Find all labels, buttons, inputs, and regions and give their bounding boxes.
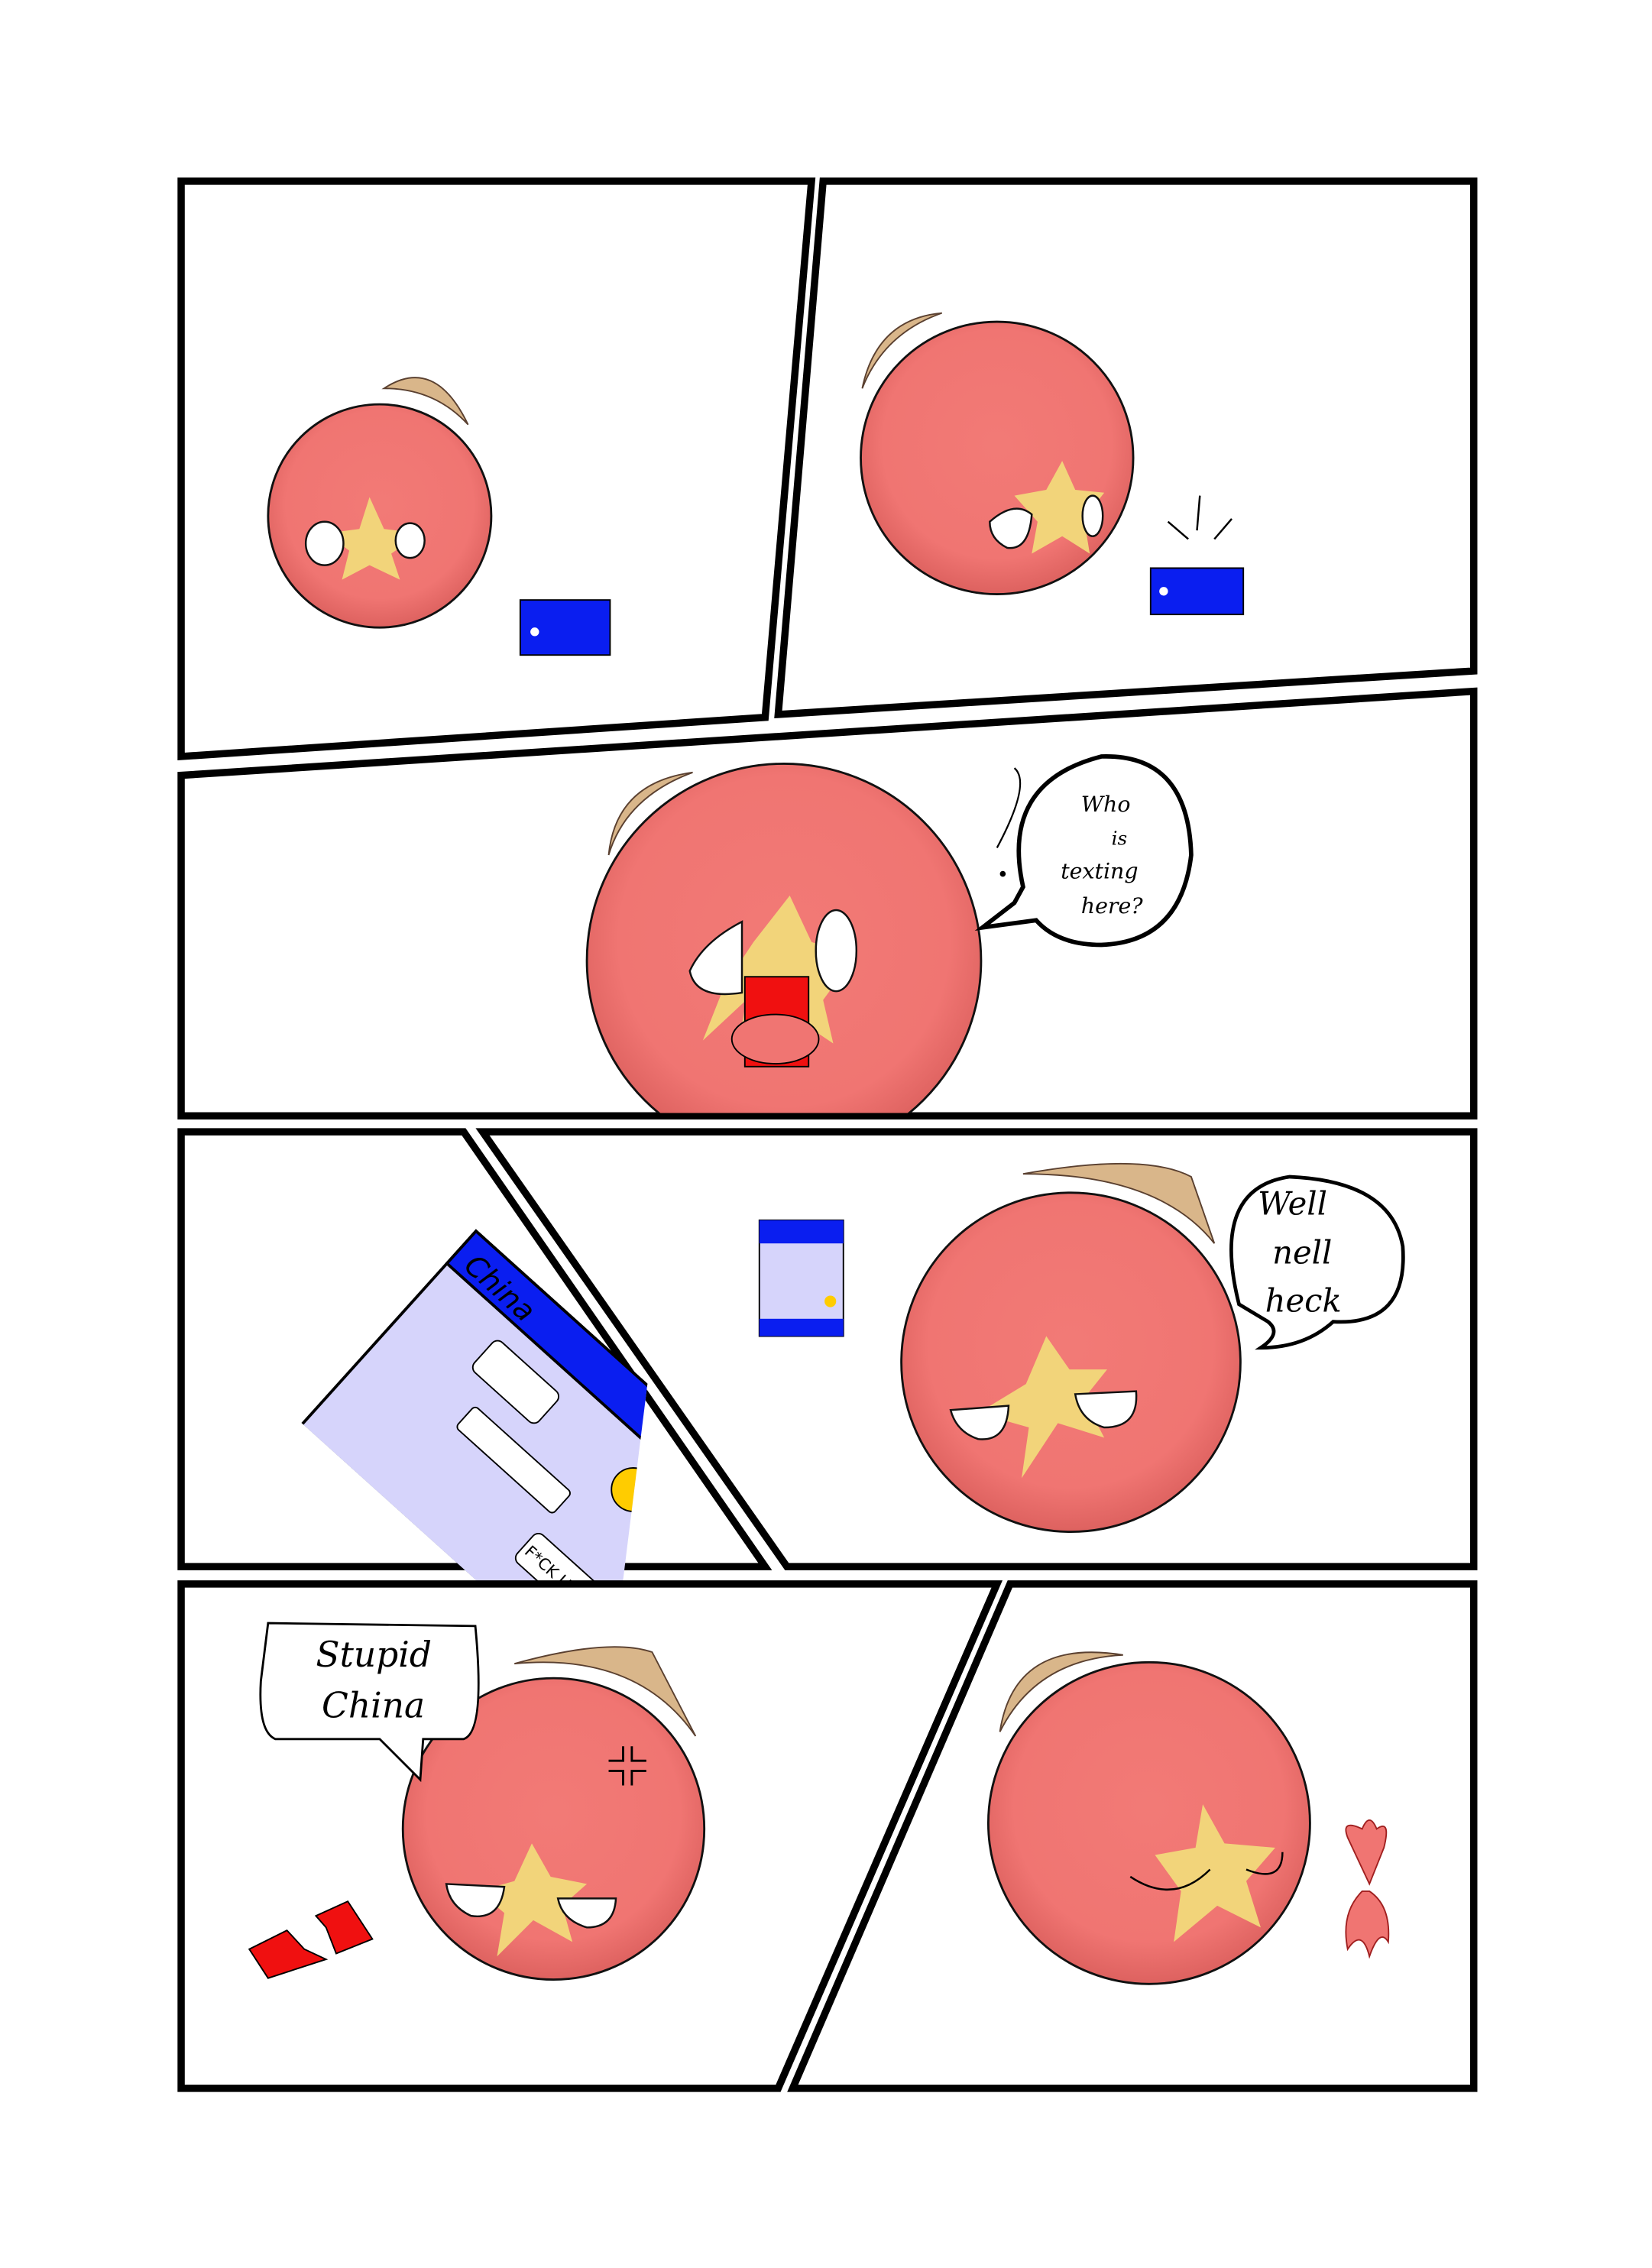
vietnam-ball xyxy=(860,320,1135,595)
speech-bubble: Well nell heck xyxy=(1229,1174,1405,1350)
panel-1 xyxy=(177,177,816,761)
panel-4a: China F*CK U xyxy=(177,1128,773,1661)
closed-eye xyxy=(1245,1852,1284,1875)
phone-icon xyxy=(519,599,611,656)
eye xyxy=(1074,1390,1138,1429)
flower-bouquet xyxy=(1345,1819,1390,1959)
star xyxy=(1155,1804,1275,1942)
star xyxy=(1014,461,1105,554)
small-phone xyxy=(758,1219,844,1337)
speech-line: Who xyxy=(1081,792,1131,817)
closed-eye xyxy=(1129,1868,1211,1891)
speech-line: texting xyxy=(1061,858,1138,883)
speech-line: Stupid xyxy=(316,1635,432,1675)
hand xyxy=(730,1013,820,1064)
eye xyxy=(815,909,858,993)
speech-line: is xyxy=(1112,828,1128,850)
phone-icon xyxy=(1149,567,1245,616)
message-bubble xyxy=(471,1340,560,1424)
eye xyxy=(445,1883,506,1918)
notification-lines xyxy=(1167,495,1233,540)
vietnam-ball xyxy=(267,403,493,629)
speech-bubble: Stupid China xyxy=(259,1622,480,1783)
speech-line: heck xyxy=(1265,1281,1342,1319)
speech-line: Well xyxy=(1258,1184,1327,1222)
panel-4b: Well nell heck xyxy=(475,1128,1478,1570)
hat xyxy=(861,312,943,389)
eye xyxy=(688,920,743,996)
hat xyxy=(381,377,469,426)
hat xyxy=(514,1646,697,1737)
star xyxy=(478,1843,588,1957)
panel-5a: Stupid China xyxy=(177,1580,1003,2092)
star xyxy=(978,1336,1107,1479)
panel-2 xyxy=(774,177,1478,719)
hat xyxy=(999,1651,1123,1732)
speech-line: China xyxy=(322,1685,425,1725)
message-bubble xyxy=(456,1406,571,1514)
eye xyxy=(949,1405,1010,1440)
eye xyxy=(304,520,345,566)
anger-mark-icon xyxy=(608,1746,646,1786)
eye xyxy=(989,507,1033,549)
panel-5b xyxy=(787,1580,1478,2092)
vietnam-ball xyxy=(900,1191,1242,1534)
vietnam-ball xyxy=(986,1661,1311,1985)
star xyxy=(702,896,855,1044)
eye xyxy=(556,1897,617,1929)
speech-bubble: Who is texting here? xyxy=(974,754,1194,948)
hat xyxy=(607,771,693,856)
broken-phone xyxy=(248,1900,374,1979)
panel-3: Who is texting here? xyxy=(177,687,1478,1120)
eye xyxy=(394,522,426,559)
star xyxy=(326,497,420,580)
speech-line: nell xyxy=(1272,1234,1332,1272)
speech-line: here? xyxy=(1081,893,1144,919)
eye xyxy=(1081,494,1104,537)
hat xyxy=(1022,1162,1216,1244)
